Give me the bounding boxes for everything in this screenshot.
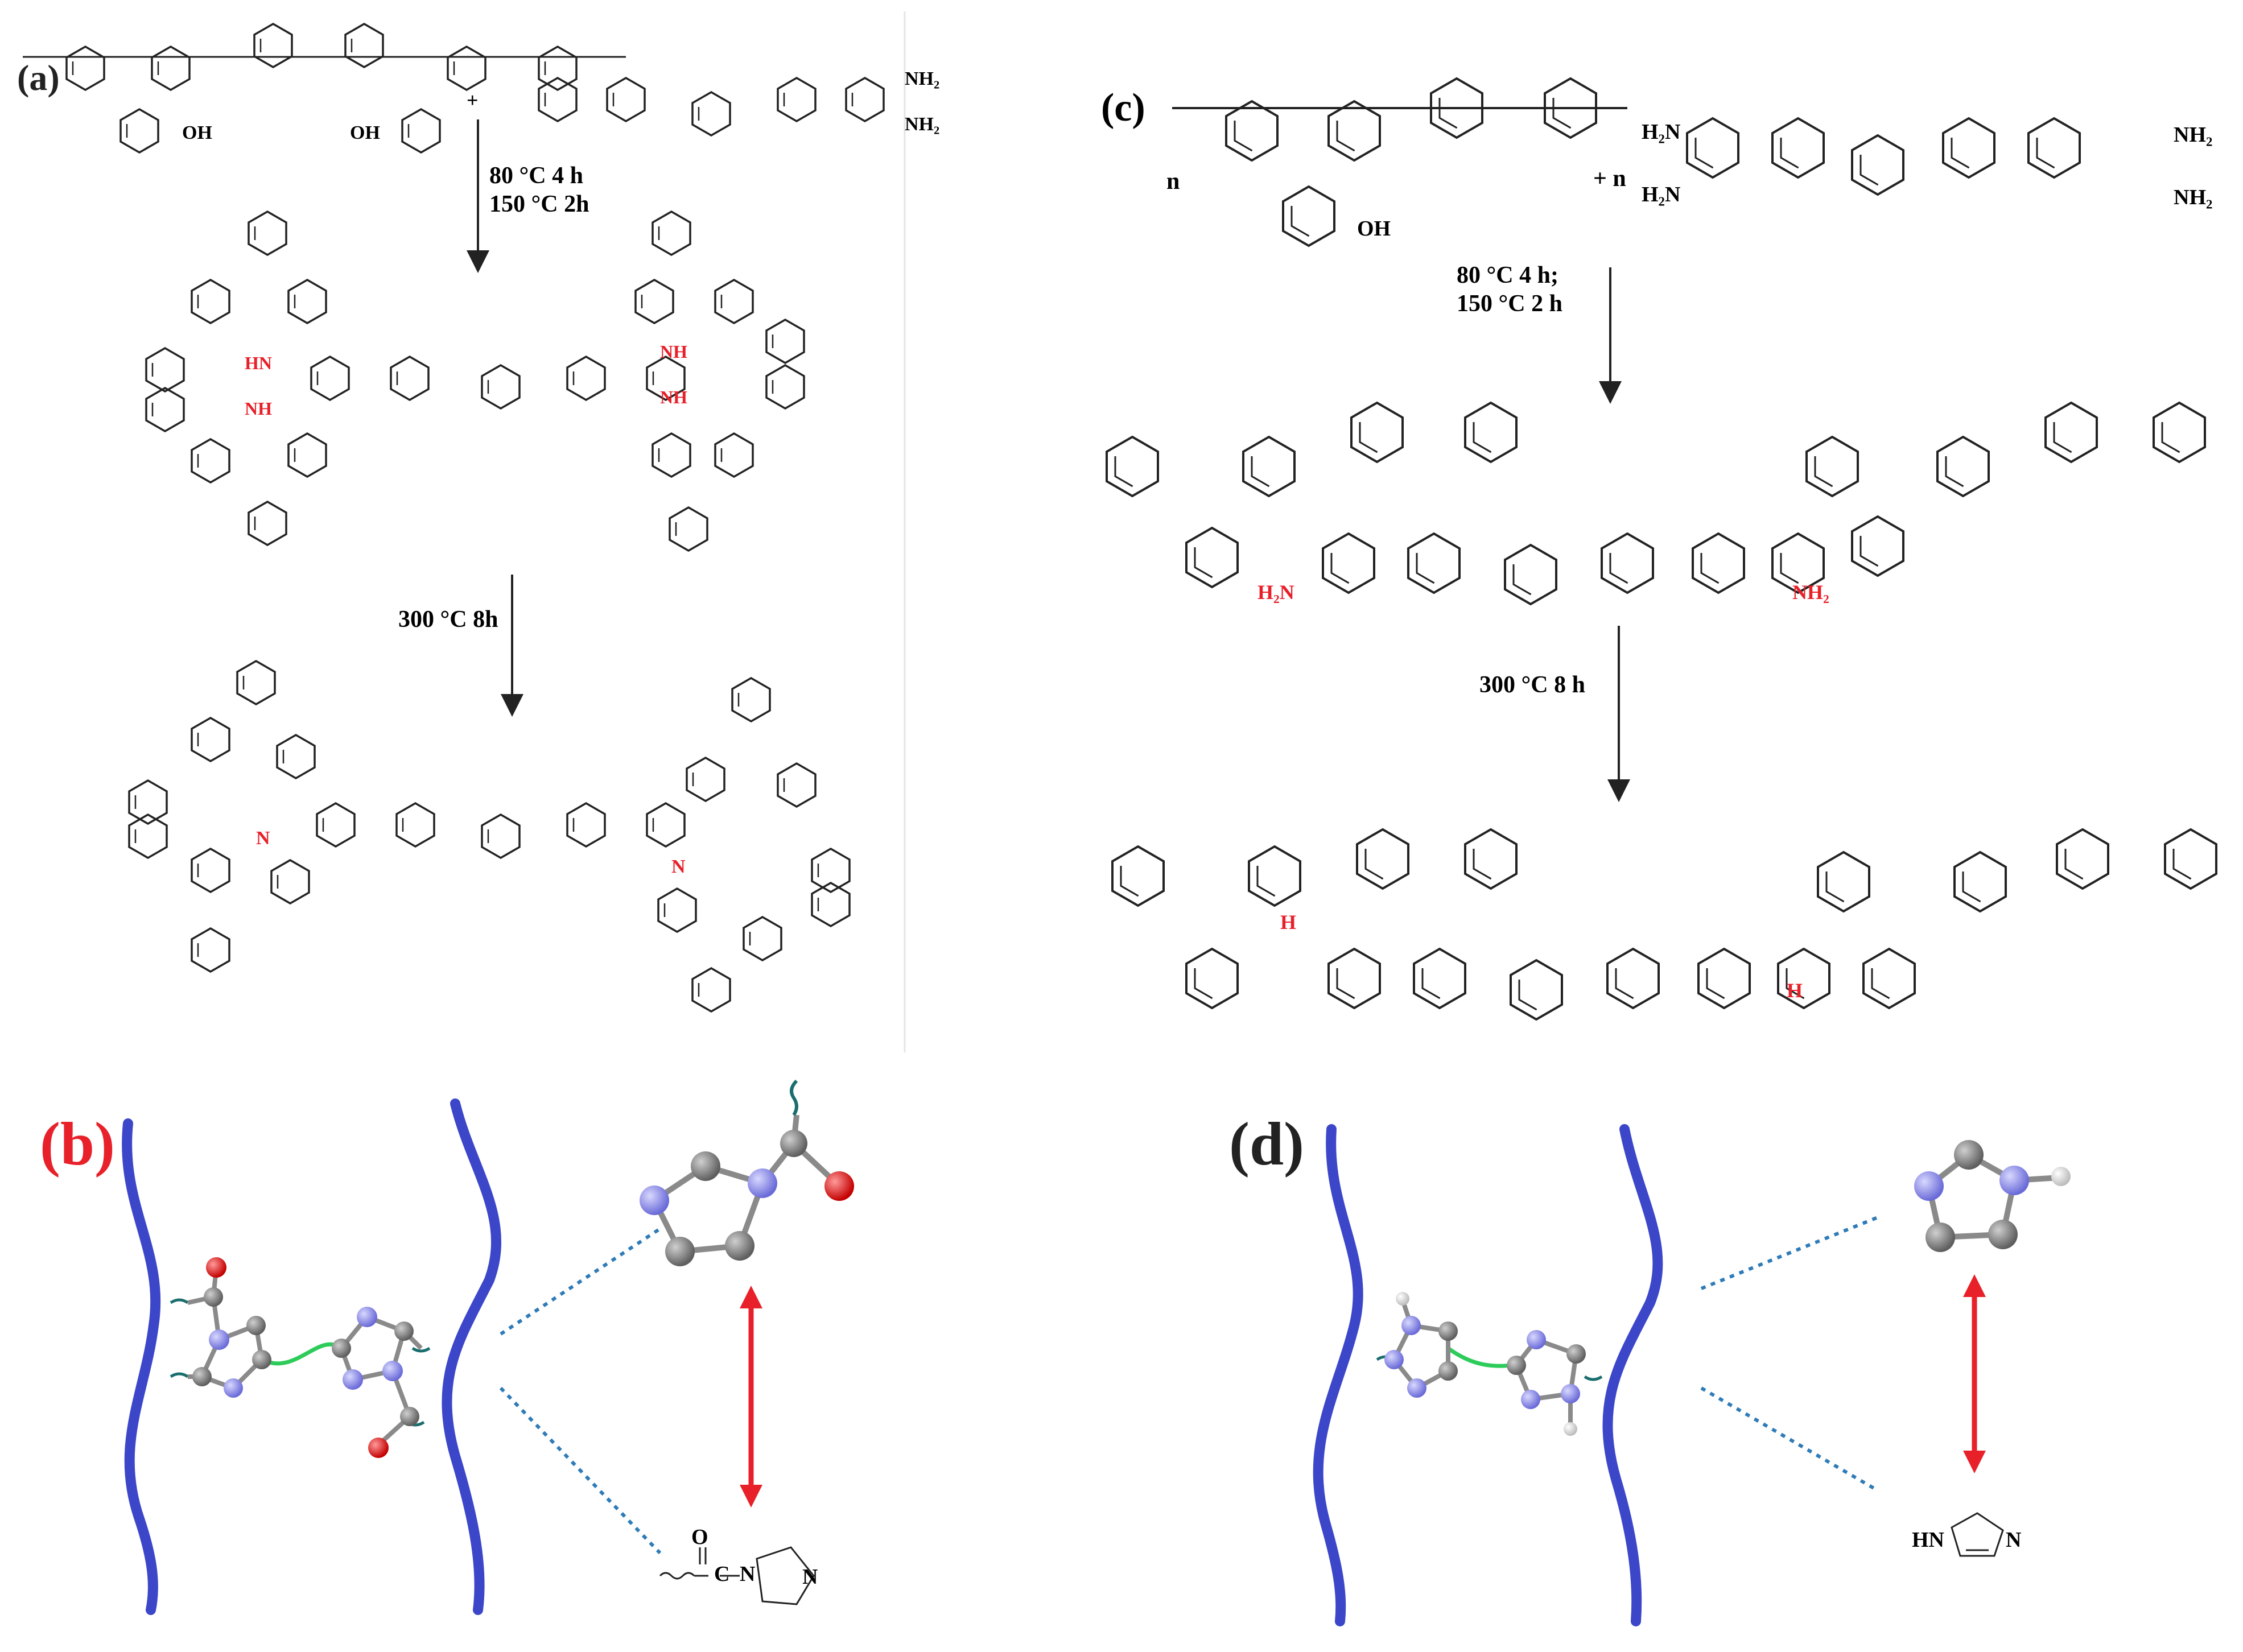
panel-c-n-1: n <box>1166 168 1180 195</box>
panel-b-chain-right <box>442 1098 502 1615</box>
panel-a-n-red-1: N <box>256 828 270 849</box>
panel-a-nh2-bottom: NH₂ <box>905 114 940 135</box>
panel-a-nh2-top: NH₂ <box>905 68 940 89</box>
panel-a-nh-3: NH <box>660 387 687 407</box>
panel-c-plus: + n <box>1593 166 1626 192</box>
panel-c-condition-2: 300 °C 8 h <box>1479 672 1585 698</box>
panel-c-label: (c) <box>1101 86 1145 130</box>
panel-a-hn-1: HN <box>245 353 272 373</box>
panel-d-linker <box>1446 1347 1517 1368</box>
panel-c-reactant-polymer <box>1172 77 1627 247</box>
panel-a-condition-2: 300 °C 8h <box>398 606 498 633</box>
panel-a-scheme <box>23 23 885 1013</box>
panel-a-condition-1b: 150 °C 2h <box>489 191 589 217</box>
panel-a-oh-right: OH <box>350 122 380 143</box>
panel-c-nh2-red: NH₂ <box>1792 581 1829 604</box>
panel-a-plus: + <box>467 89 479 111</box>
panel-b-label: (b) <box>40 1110 115 1178</box>
panel-c-product-structure <box>1111 828 2217 1021</box>
panel-c-reactant-monomer <box>1686 117 2081 196</box>
panel-c-h2n-2: H₂N <box>1642 183 1681 206</box>
panel-a-nh-1: NH <box>245 398 272 419</box>
panel-c-nh-red-2: H <box>1787 979 1803 1002</box>
panel-a-oh-left: OH <box>182 122 212 143</box>
panel-d-hn: HN <box>1912 1528 1944 1552</box>
panel-c-intermediate-structure <box>1106 402 2206 605</box>
panel-c-oh: OH <box>1357 217 1391 241</box>
panel-b-c-atom: C <box>714 1562 730 1586</box>
panel-c-h2n-red: H₂N <box>1257 581 1294 604</box>
panel-b-chain-left <box>122 1118 161 1615</box>
panel-a-label: (a) <box>17 57 60 98</box>
panel-c-nh2-2: NH₂ <box>2174 185 2213 209</box>
panel-c-nh-red-1: H <box>1280 911 1297 934</box>
panel-b-o-atom: O <box>691 1525 708 1549</box>
panel-a-condition-1a: 80 °C 4 h <box>489 163 583 189</box>
panel-d-n-atom: N <box>2006 1528 2022 1552</box>
panel-c-scheme <box>1106 77 2217 1021</box>
panel-b-n-atom-2: N <box>802 1565 818 1589</box>
panel-d-chain-left <box>1313 1124 1363 1626</box>
panel-a-intermediate-structure <box>145 210 805 552</box>
panel-c-condition-1a: 80 °C 4 h; <box>1457 262 1558 288</box>
panel-a-product-structure <box>128 660 851 1013</box>
panel-c-nh2-1: NH₂ <box>2174 123 2213 147</box>
panel-d-model <box>1313 1124 2071 1626</box>
panel-b-linker <box>261 1342 343 1366</box>
panel-b-model <box>122 1079 854 1615</box>
panel-c-h2n-1: H₂N <box>1642 120 1681 144</box>
panel-b-n-atom-1: N <box>740 1562 756 1586</box>
panel-d-label: (d) <box>1229 1110 1304 1178</box>
panel-a-reactant-polymer <box>23 23 626 154</box>
panel-a-nh-2: NH <box>660 341 687 362</box>
panel-d-chain-right <box>1602 1124 1663 1626</box>
panel-c-condition-1b: 150 °C 2 h <box>1457 291 1562 317</box>
panel-a-reactant-monomer <box>538 77 885 137</box>
panel-a-n-red-2: N <box>671 856 686 877</box>
